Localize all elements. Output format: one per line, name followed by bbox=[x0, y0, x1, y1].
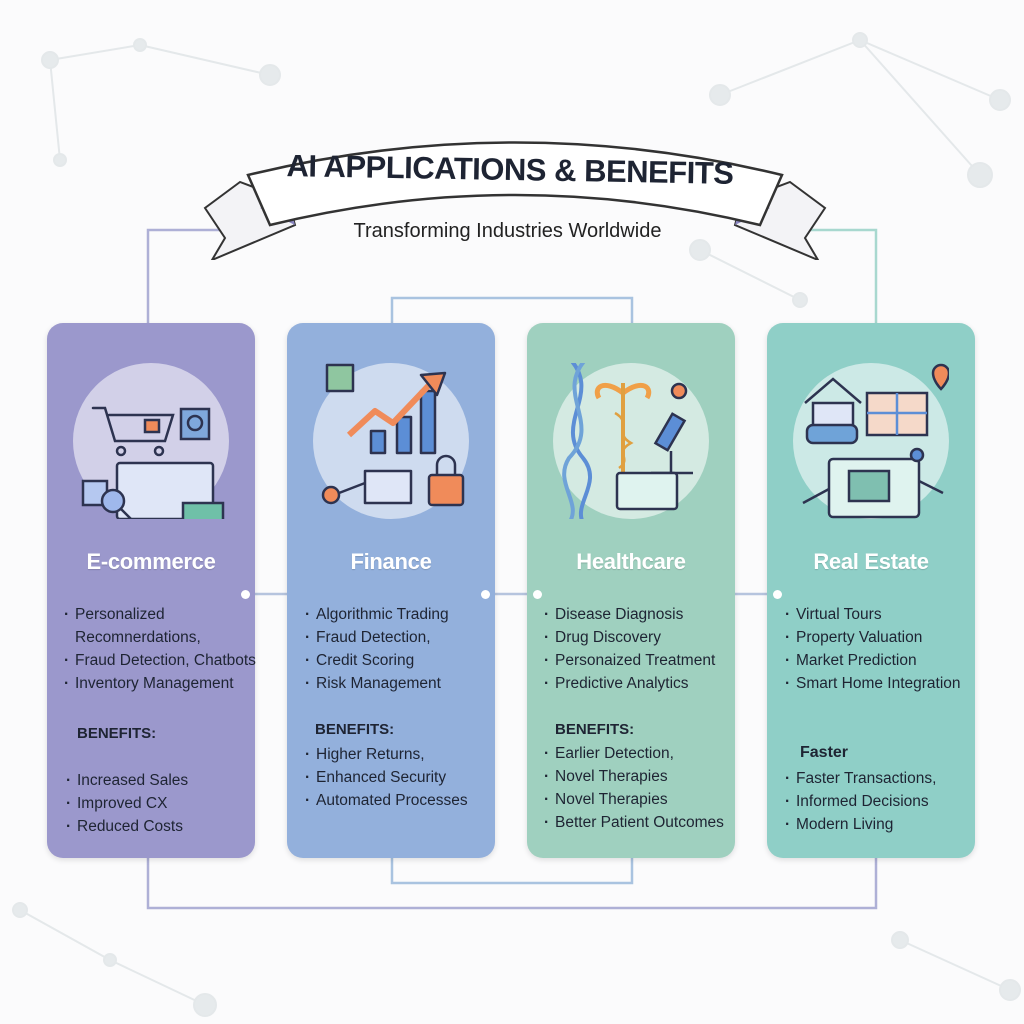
applications-list: Algorithmic Trading Fraud Detection, Cre… bbox=[305, 603, 500, 695]
list-item: Credit Scoring bbox=[305, 649, 500, 672]
list-item: Predictive Analytics bbox=[544, 672, 739, 695]
list-item: Modern Living bbox=[785, 813, 980, 836]
list-item: Inventory Management bbox=[64, 672, 259, 695]
benefits-heading: BENEFITS: bbox=[77, 725, 157, 742]
connector-dot bbox=[481, 590, 490, 599]
card-title: Healthcare bbox=[576, 549, 686, 574]
card-ecommerce: E-commerce Personalized Recomnerdations,… bbox=[47, 323, 256, 858]
list-item: Reduced Costs bbox=[66, 815, 261, 838]
list-item: Smart Home Integration bbox=[785, 672, 985, 695]
card-title: Finance bbox=[350, 549, 432, 574]
list-item: Informed Decisions bbox=[785, 790, 980, 813]
list-item: Personaized Treatment bbox=[544, 649, 739, 672]
list-item: Property Valuation bbox=[785, 626, 985, 649]
list-item: Improved CX bbox=[66, 792, 261, 815]
list-item: Novel Therapies bbox=[544, 765, 744, 788]
connector-dot bbox=[773, 590, 782, 599]
list-item: Risk Management bbox=[305, 672, 500, 695]
benefits-list: Earlier Detection, Novel Therapies Novel… bbox=[544, 742, 744, 834]
list-item: Fraud Detection, bbox=[305, 626, 500, 649]
connector-dot bbox=[533, 590, 542, 599]
benefits-heading: BENEFITS: bbox=[555, 721, 635, 738]
card-healthcare: Healthcare Disease Diagnosis Drug Discov… bbox=[527, 323, 735, 858]
benefits-list: Increased Sales Improved CX Reduced Cost… bbox=[66, 769, 261, 838]
list-item: Drug Discovery bbox=[544, 626, 739, 649]
list-item: Novel Therapies bbox=[544, 788, 744, 811]
benefits-list: Higher Returns, Enhanced Security Automa… bbox=[305, 743, 500, 812]
page-subtitle: Transforming Industries Worldwide bbox=[353, 220, 662, 242]
list-item: Better Patient Outcomes bbox=[544, 811, 744, 834]
dna-caduceus-icon bbox=[553, 363, 709, 519]
title-ribbon bbox=[203, 141, 827, 260]
list-item: Earlier Detection, bbox=[544, 742, 744, 765]
card-finance: Finance Algorithmic Trading Fraud Detect… bbox=[287, 323, 495, 858]
list-item: Personalized Recomnerdations, bbox=[64, 603, 225, 649]
connector-dot bbox=[241, 590, 250, 599]
applications-list: Virtual Tours Property Valuation Market … bbox=[785, 603, 985, 695]
benefits-heading: Faster bbox=[800, 744, 849, 761]
list-item: Automated Processes bbox=[305, 789, 500, 812]
list-item: Faster Transactions, bbox=[785, 767, 980, 790]
house-vr-icon bbox=[793, 363, 949, 519]
list-item: Increased Sales bbox=[66, 769, 261, 792]
list-item: Virtual Tours bbox=[785, 603, 985, 626]
list-item: Enhanced Security bbox=[305, 766, 500, 789]
list-item: Fraud Detection, Chatbots bbox=[64, 649, 259, 672]
benefits-heading: BENEFITS: bbox=[315, 721, 395, 738]
list-item: Disease Diagnosis bbox=[544, 603, 739, 626]
list-item: Higher Returns, bbox=[305, 743, 500, 766]
benefits-list: Faster Transactions, Informed Decisions … bbox=[785, 767, 980, 836]
card-title: E-commerce bbox=[86, 549, 216, 574]
card-title: Real Estate bbox=[813, 549, 929, 574]
applications-list: Disease Diagnosis Drug Discovery Persona… bbox=[544, 603, 739, 695]
card-real-estate: Real Estate Virtual Tours Property Valua… bbox=[767, 323, 975, 858]
list-item: Algorithmic Trading bbox=[305, 603, 500, 626]
applications-list: Personalized Recomnerdations, Fraud Dete… bbox=[64, 603, 259, 695]
list-item: Market Prediction bbox=[785, 649, 985, 672]
growth-chart-icon bbox=[313, 363, 469, 519]
shopping-cart-icon bbox=[73, 363, 229, 519]
